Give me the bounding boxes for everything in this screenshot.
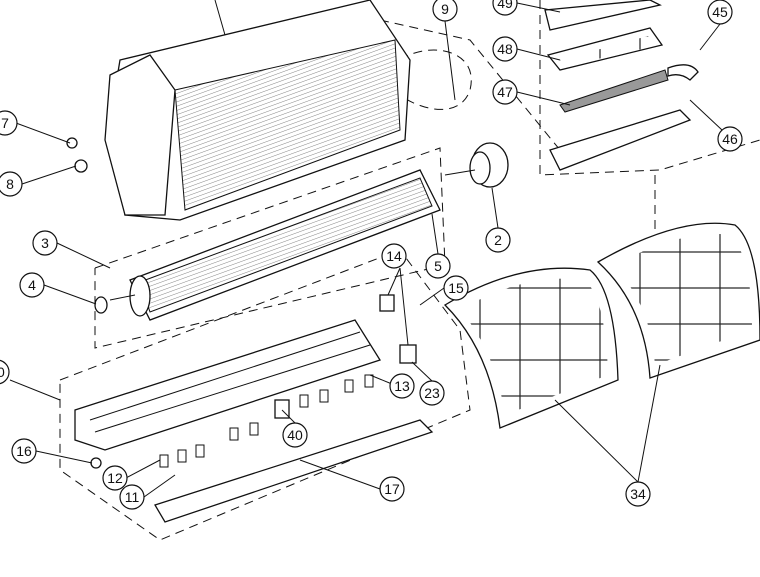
callout-15: 15: [443, 275, 469, 301]
svg-text:48: 48: [497, 41, 513, 57]
svg-text:46: 46: [722, 131, 738, 147]
svg-text:10: 10: [0, 364, 5, 380]
callout-45: 45: [707, 0, 733, 25]
svg-text:12: 12: [107, 470, 123, 486]
callout-34: 34: [625, 481, 651, 507]
callout-8: 8: [0, 171, 23, 197]
callout-46: 46: [717, 126, 743, 152]
evaporator-coil: [104, 0, 411, 221]
svg-text:9: 9: [441, 1, 449, 17]
svg-text:45: 45: [712, 4, 728, 20]
callout-47: 47: [492, 79, 518, 105]
callout-4: 4: [19, 272, 45, 298]
small-parts: [66, 137, 108, 314]
callout-3: 3: [32, 230, 58, 256]
callout-2: 2: [485, 227, 511, 253]
callout-7: 7: [0, 110, 18, 136]
svg-text:15: 15: [448, 280, 464, 296]
callout-10: 10: [0, 359, 10, 385]
drain-pan: [74, 294, 417, 451]
svg-text:4: 4: [28, 277, 36, 293]
svg-text:49: 49: [497, 0, 513, 11]
svg-text:40: 40: [287, 427, 303, 443]
callout-11: 11: [119, 484, 145, 510]
callout-48: 48: [492, 36, 518, 62]
svg-text:5: 5: [434, 258, 442, 274]
louver-blade: [90, 374, 434, 523]
callout-49: 49: [492, 0, 518, 16]
svg-text:34: 34: [630, 486, 646, 502]
callout-16: 16: [11, 438, 37, 464]
callout-14: 14: [381, 243, 407, 269]
callout-9: 9: [432, 0, 458, 22]
callout-40: 40: [282, 422, 308, 448]
callout-12: 12: [102, 465, 128, 491]
svg-text:8: 8: [6, 176, 14, 192]
svg-text:2: 2: [494, 232, 502, 248]
blower-wheel: [109, 169, 441, 321]
svg-text:7: 7: [1, 115, 9, 131]
callout-13: 13: [389, 373, 415, 399]
callout-5: 5: [425, 253, 451, 279]
callout-17: 17: [379, 476, 405, 502]
svg-text:23: 23: [424, 385, 440, 401]
air-filters: [443, 222, 760, 429]
leader-lines: [9, 2, 723, 498]
svg-text:3: 3: [41, 235, 49, 251]
top-filters: [544, 0, 699, 171]
svg-text:13: 13: [394, 378, 410, 394]
svg-text:47: 47: [497, 84, 513, 100]
svg-text:16: 16: [16, 443, 32, 459]
svg-text:17: 17: [384, 481, 400, 497]
callout-23: 23: [419, 380, 445, 406]
svg-text:14: 14: [386, 248, 402, 264]
fan-motor: [444, 142, 509, 188]
svg-text:11: 11: [125, 489, 140, 505]
